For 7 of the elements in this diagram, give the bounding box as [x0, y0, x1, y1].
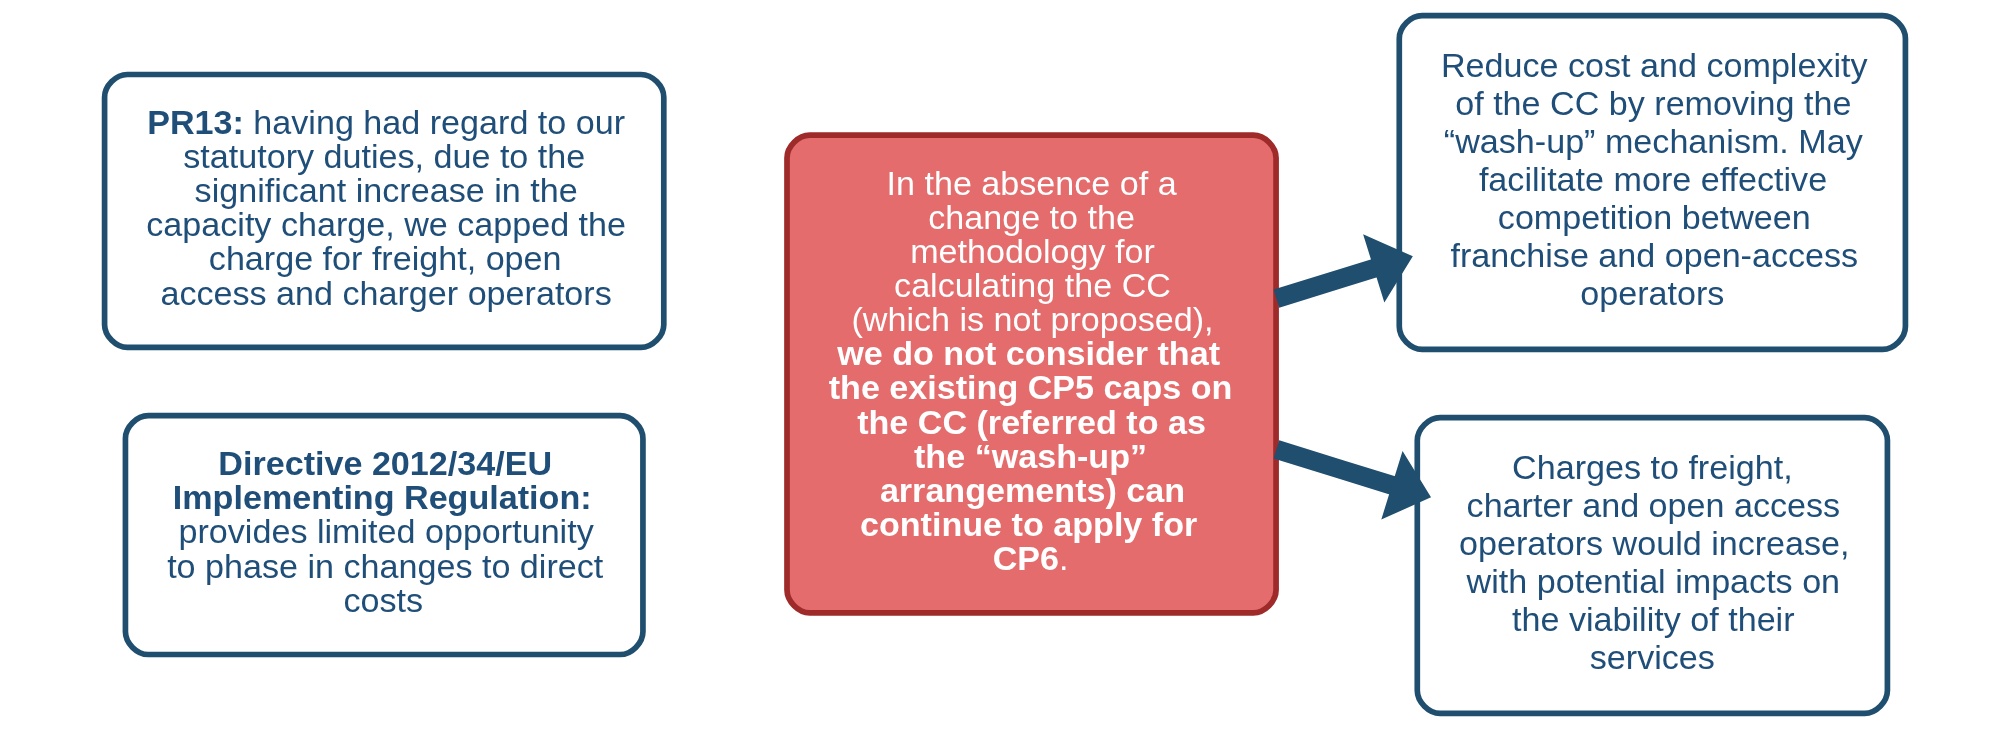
node-box: Reduce cost and complexity of the CC by removing the “wash-up” mechanism. May facilitate more effective competition between franchise and open-access operators [1396, 12, 1909, 353]
arrow [1273, 234, 1413, 308]
node-box: Charges to freight, charter and open access operators would increase, with potential impacts on the viability of their services [1414, 414, 1891, 717]
arrow [1273, 440, 1432, 520]
node-box: PR13: having had regard to our statutory duties, due to the significant increase in the capacity charge, we capped the charge for freight, open access and charger operators [101, 71, 667, 351]
node-box: Directive 2012/34/EU Implementing Regulation: provides limited opportunity to phase in changes to direct costs [122, 412, 646, 658]
node-box: In the absence of a change to the methodology for calculating the CC (which is not proposed), we do not consider that the existing CP5 caps on the CC (referred to as the “wash-up” arrangements) can continue to apply for CP6. [784, 132, 1279, 616]
